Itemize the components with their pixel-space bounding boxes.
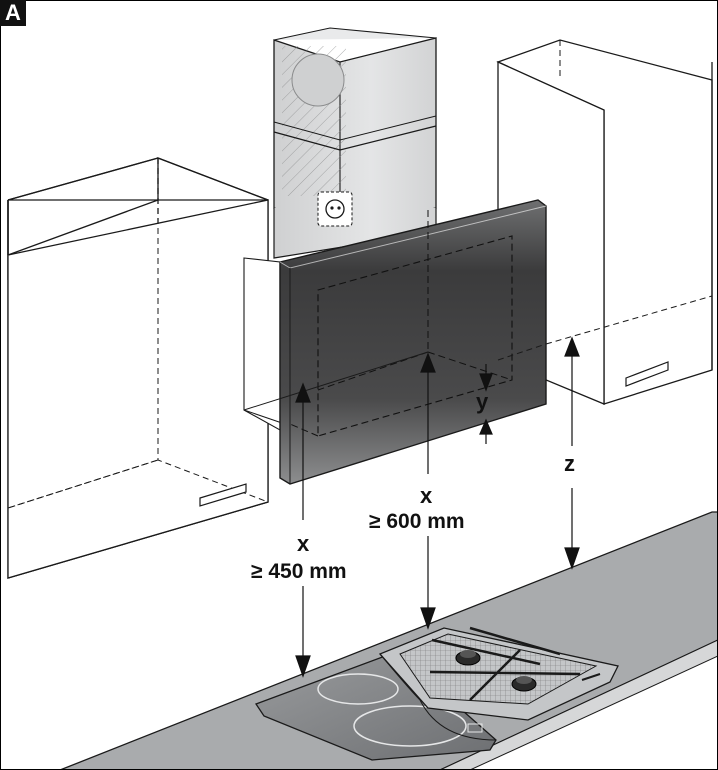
arrow-down-center [420, 607, 436, 630]
arrow-down-z [564, 547, 580, 570]
wall-reference-lines [7, 295, 713, 509]
label-z: z [562, 451, 577, 476]
right-cabinet-handle [625, 361, 669, 387]
chimney-cover [273, 27, 437, 259]
electrical-socket-zone [317, 191, 353, 227]
arrow-down-y [479, 373, 493, 392]
label-x-left: x [297, 531, 310, 556]
socket-icon [325, 199, 345, 219]
arrow-up-center [420, 352, 436, 373]
cooking-zone-large [353, 705, 467, 747]
cooktop [255, 626, 619, 761]
duct-outlet-outline [291, 53, 345, 107]
label-x-center: x [420, 483, 433, 508]
arrow-down-left [295, 655, 311, 678]
left-cabinet-handle [199, 483, 247, 507]
arrow-up-left [295, 382, 311, 403]
label-y: y [476, 389, 489, 414]
arrow-up-y [479, 418, 493, 435]
hob-control-icon [467, 723, 483, 733]
cooking-zone-small [317, 673, 399, 705]
label-dim-450: ≥ 450 mm [249, 560, 349, 584]
dimension-lines [295, 336, 580, 678]
arrow-up-z [564, 336, 580, 357]
hood-glass-panel [243, 199, 547, 485]
left-cabinet-front [7, 157, 269, 579]
figure-tag: A [0, 0, 26, 26]
pan-supports [429, 626, 581, 701]
label-dim-600: ≥ 600 mm [367, 510, 467, 534]
